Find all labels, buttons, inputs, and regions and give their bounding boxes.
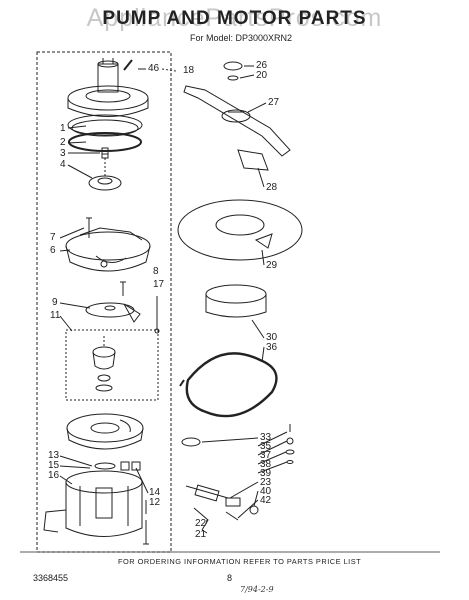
disc-part-4 [88,158,122,191]
callout-8: 8 [153,266,159,277]
nut-part-37 [286,437,294,445]
callout-22: 22 [195,518,207,529]
brush-part-14 [120,461,130,471]
heating-element-part-36 [185,352,278,418]
callout-36: 36 [266,342,278,353]
callout-23: 23 [260,477,272,488]
callout-3: 3 [60,148,66,159]
pump-hub-part-46 [67,58,149,117]
handwritten-note: 7/94-2-9 [240,585,274,594]
watermark: AppliancePartsPros.com [86,4,383,32]
callout-26: 26 [256,60,268,71]
bracket-part-33 [181,437,201,447]
callout-29: 29 [266,260,278,271]
callout-42: 42 [260,495,272,506]
connector-part-23 [185,484,241,507]
callout-35: 35 [260,441,272,452]
callout-12: 12 [149,497,161,508]
bolt-part-7 [86,217,92,238]
callout-16: 16 [48,470,60,481]
callout-39: 39 [260,468,272,479]
clip-part-22 [193,507,209,531]
callout-38: 38 [260,459,272,470]
page-number: 8 [227,573,233,583]
ring-part-30 [205,284,267,318]
washer-part-38 [285,449,295,455]
callout-27: 27 [268,97,280,108]
callout-21: 21 [195,529,207,540]
callout-40: 40 [260,486,272,497]
callout-4: 4 [60,159,66,170]
clip-part-40 [249,505,259,515]
washer-part-15 [94,462,116,470]
motor-mount-part-13 [66,413,144,450]
screw-part-3 [101,147,109,159]
callout-17: 17 [153,279,165,290]
document-number: 3368455 [33,573,69,583]
nut-part-26 [223,61,243,71]
screw-part-42 [225,511,239,521]
impeller-plate-part-9 [85,302,141,323]
pump-housing-part-6 [65,227,151,272]
ordering-info-note: FOR ORDERING INFORMATION REFER TO PARTS … [118,557,362,566]
callout-9: 9 [52,297,58,308]
callout-1: 1 [60,123,66,134]
seal-assembly [92,336,116,392]
gasket-part-1 [67,114,143,136]
callout-13: 13 [48,450,60,461]
filter-screen-part-29 [177,199,303,261]
callout-46: 46 [148,63,160,74]
callout-15: 15 [48,460,60,471]
bracket-part-28 [237,149,269,171]
callout-2: 2 [60,137,66,148]
callout-6: 6 [50,245,56,256]
callout-20: 20 [256,70,268,81]
page-title: PUMP AND MOTOR PARTS [102,8,367,29]
callout-14: 14 [149,487,161,498]
callout-37: 37 [260,450,272,461]
spray-arm-part-27 [183,61,291,157]
callout-18: 18 [183,65,195,76]
callout-30: 30 [266,332,278,343]
callout-7: 7 [50,232,56,243]
motor-body-part-16 [43,470,143,537]
washer-part-39 [286,460,294,464]
kit-box-part-11 [65,329,159,401]
model-label: For Model: DP3000XRN2 [190,33,293,43]
washer-part-20 [227,75,239,81]
callout-28: 28 [266,182,278,193]
callout-33: 33 [260,432,272,443]
callout-11: 11 [50,310,61,321]
